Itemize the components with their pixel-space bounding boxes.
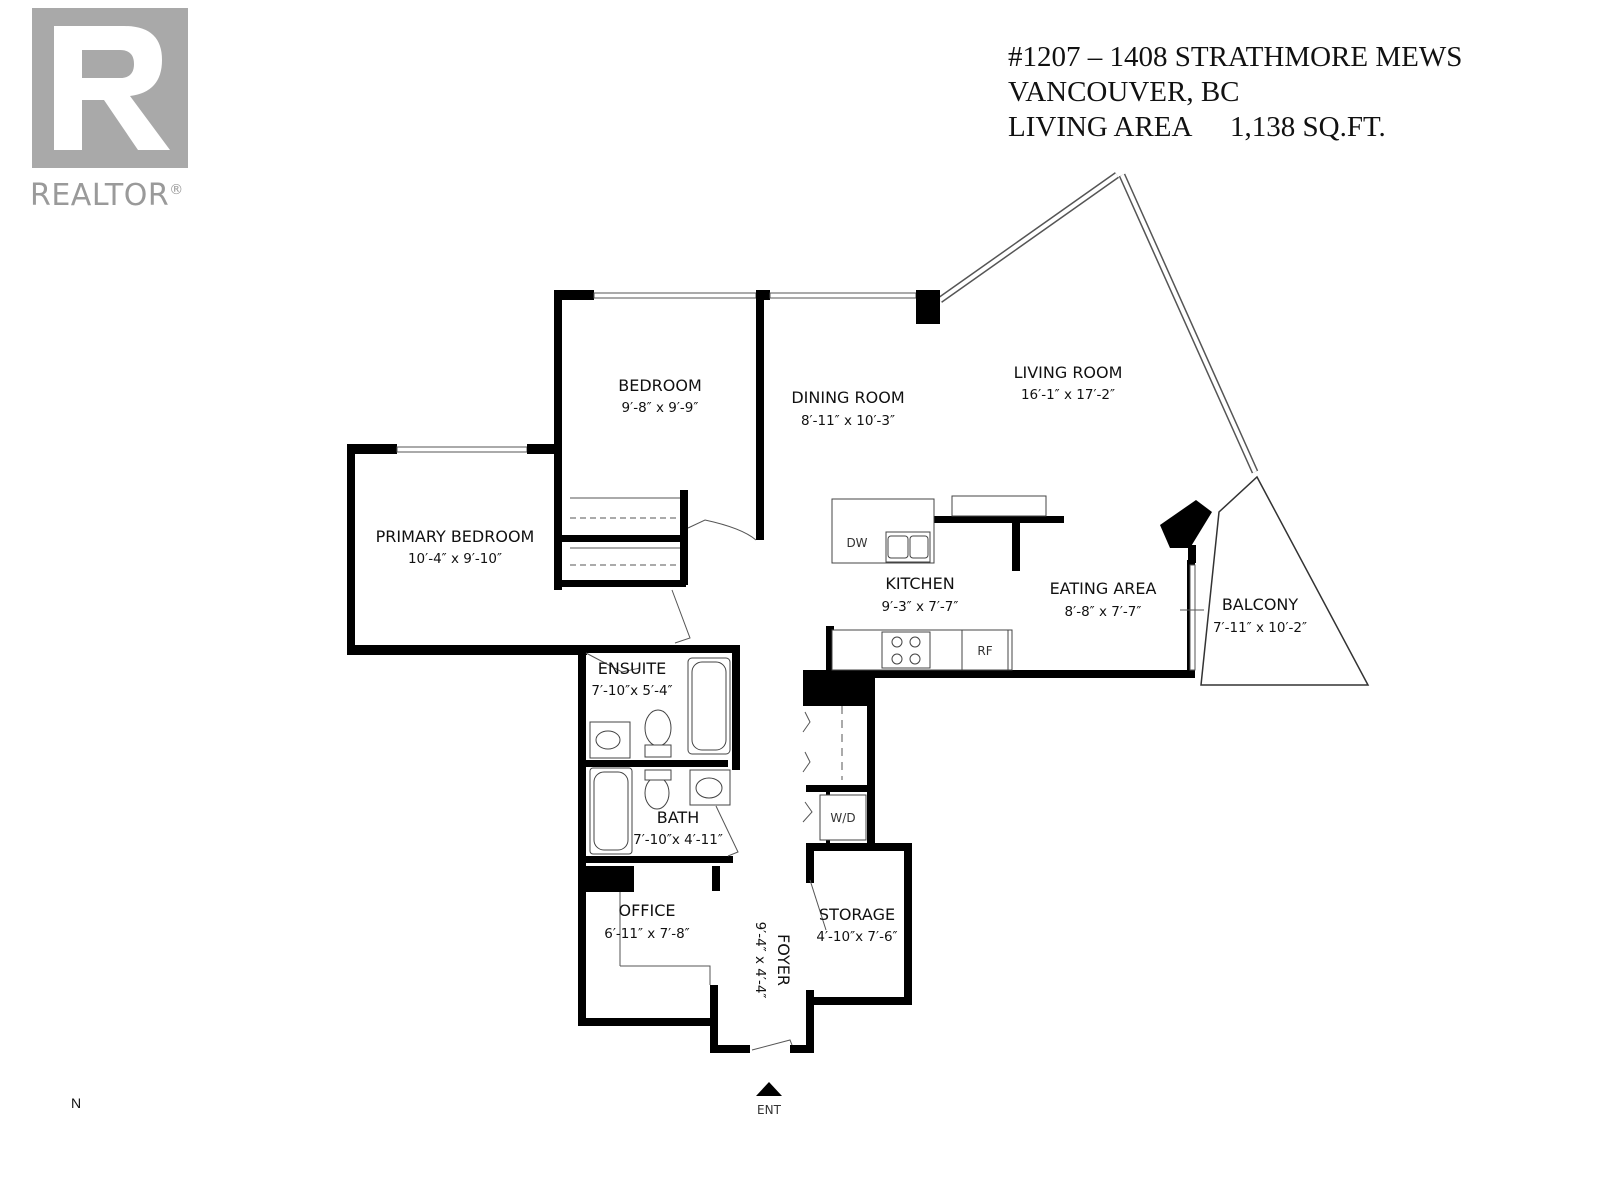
realtor-r-icon bbox=[54, 26, 170, 150]
living-area-line: LIVING AREA 1,138 SQ.FT. bbox=[1008, 110, 1462, 145]
storage-name: STORAGE bbox=[819, 905, 895, 924]
compass-label: N bbox=[71, 1095, 82, 1111]
ensuite-name: ENSUITE bbox=[598, 659, 667, 678]
foyer-name: FOYER bbox=[774, 934, 793, 986]
primary-name: PRIMARY BEDROOM bbox=[376, 527, 535, 546]
fridge-label: RF bbox=[977, 644, 992, 658]
foyer-dims: 9′-4″ x 4′-4″ bbox=[752, 922, 768, 999]
office-dims: 6′-11″ x 7′-8″ bbox=[604, 926, 689, 942]
room-label-eating: EATING AREA 8′-8″ x 7′-7″ bbox=[1050, 579, 1157, 620]
office-name: OFFICE bbox=[619, 901, 676, 920]
entrance-arrow-icon bbox=[756, 1082, 782, 1096]
kitchen-name: KITCHEN bbox=[885, 574, 954, 593]
eating-name: EATING AREA bbox=[1050, 579, 1157, 598]
dishwasher-label: DW bbox=[846, 536, 867, 550]
room-label-bath: BATH 7′-10″x 4′-11″ bbox=[633, 808, 723, 848]
balcony-outline bbox=[1200, 475, 1370, 686]
room-label-storage: STORAGE 4′-10″x 7′-6″ bbox=[816, 905, 897, 945]
balcony-door bbox=[1189, 564, 1196, 671]
room-label-living: LIVING ROOM 16′-1″ x 17′-2″ bbox=[1014, 363, 1123, 403]
room-label-kitchen: KITCHEN 9′-3″ x 7′-7″ bbox=[882, 574, 959, 615]
living-area-label: LIVING AREA bbox=[1008, 111, 1193, 143]
realtor-logo-text: REALTOR® bbox=[30, 178, 184, 213]
room-label-dining: DINING ROOM 8′-11″ x 10′-3″ bbox=[791, 388, 904, 429]
kitchen-dims: 9′-3″ x 7′-7″ bbox=[882, 599, 959, 615]
room-label-primary: PRIMARY BEDROOM 10′-4″ x 9′-10″ bbox=[376, 527, 535, 567]
living-area-value: 1,138 SQ.FT. bbox=[1230, 111, 1386, 143]
ensuite-fixtures bbox=[589, 657, 731, 759]
dining-dims: 8′-11″ x 10′-3″ bbox=[801, 413, 895, 429]
washer-dryer-label: W/D bbox=[830, 811, 855, 825]
dining-name: DINING ROOM bbox=[791, 388, 904, 407]
address-line-1: #1207 – 1408 STRATHMORE MEWS bbox=[1008, 41, 1463, 73]
bath-fixtures bbox=[589, 767, 731, 855]
room-label-bedroom: BEDROOM 9′-8″ x 9′-9″ bbox=[618, 376, 702, 416]
bath-dims: 7′-10″x 4′-11″ bbox=[633, 832, 723, 848]
bedroom-dims: 9′-8″ x 9′-9″ bbox=[622, 400, 699, 416]
sink-icon bbox=[887, 535, 929, 559]
balcony-dims: 7′-11″ x 10′-2″ bbox=[1213, 620, 1307, 636]
living-dims: 16′-1″ x 17′-2″ bbox=[1021, 387, 1115, 403]
listing-header: #1207 – 1408 STRATHMORE MEWS VANCOUVER, … bbox=[1008, 40, 1462, 145]
stove-icon bbox=[891, 636, 921, 665]
room-label-balcony: BALCONY 7′-11″ x 10′-2″ bbox=[1213, 595, 1307, 636]
living-name: LIVING ROOM bbox=[1014, 363, 1123, 382]
room-label-ensuite: ENSUITE 7′-10″x 5′-4″ bbox=[591, 659, 672, 699]
storage-dims: 4′-10″x 7′-6″ bbox=[816, 929, 897, 945]
entrance-label: ENT bbox=[757, 1103, 782, 1117]
address-line-2: VANCOUVER, BC bbox=[1008, 76, 1240, 108]
doors bbox=[585, 519, 867, 1051]
realtor-logo: REALTOR® bbox=[30, 8, 205, 218]
ensuite-dims: 7′-10″x 5′-4″ bbox=[591, 683, 672, 699]
bath-name: BATH bbox=[657, 808, 699, 827]
eating-dims: 8′-8″ x 7′-7″ bbox=[1065, 604, 1142, 620]
room-label-office: OFFICE 6′-11″ x 7′-8″ bbox=[604, 901, 689, 942]
bedroom-name: BEDROOM bbox=[618, 376, 702, 395]
living-room-windows bbox=[937, 172, 1259, 474]
realtor-logo-mark bbox=[32, 8, 188, 168]
room-label-foyer: FOYER 9′-4″ x 4′-4″ bbox=[752, 922, 793, 999]
balcony-name: BALCONY bbox=[1222, 595, 1299, 614]
primary-dims: 10′-4″ x 9′-10″ bbox=[408, 551, 502, 567]
